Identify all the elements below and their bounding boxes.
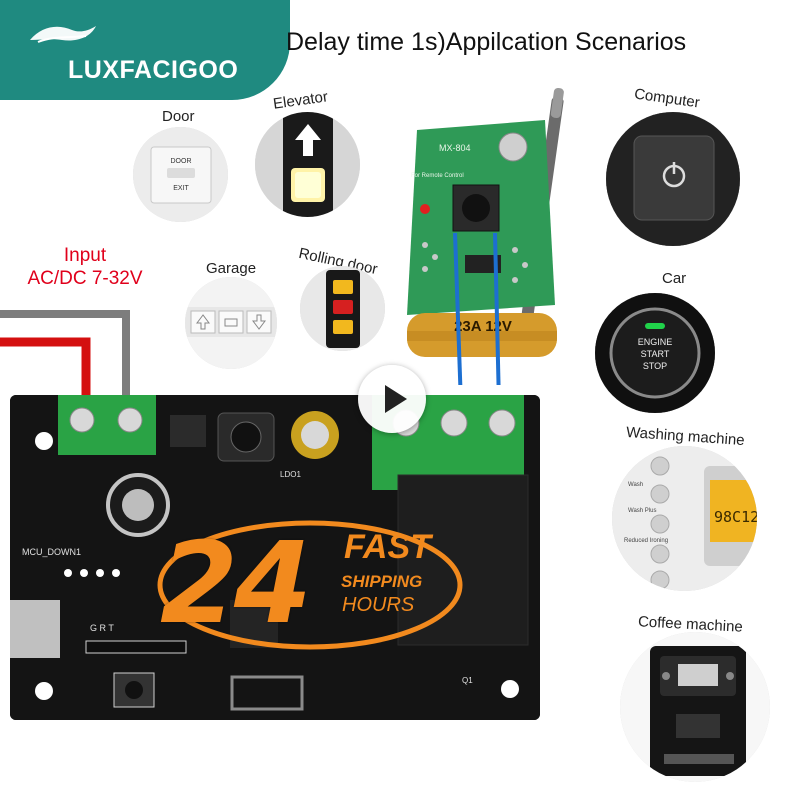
board-label-q: Q1	[462, 676, 473, 685]
remote-board-text: For Remote Control	[411, 173, 464, 179]
washer-display: 98C12	[714, 508, 757, 526]
brand-logo-icon	[30, 26, 96, 43]
coffee-machine-scenario-image	[620, 632, 770, 782]
play-icon	[385, 385, 407, 413]
power-input-wires	[0, 310, 130, 408]
washing-machine-panel-icon: Wash Wash Plus Reduced Ironing 98C12	[612, 446, 757, 591]
promo-hours-label: HOURS	[342, 594, 415, 616]
scenario-label-elevator: Elevator	[272, 88, 329, 113]
washer-label-wash-plus: Wash Plus	[628, 508, 656, 514]
rolling-door-scenario-image	[300, 266, 385, 351]
page-title: Delay time 1s)Appilcation Scenarios	[286, 28, 687, 56]
input-label-line1: Input	[63, 245, 107, 266]
promo-hours-number: 24	[160, 519, 312, 649]
garage-control-panel-icon	[185, 277, 277, 369]
scenario-label-door: Door	[162, 108, 195, 125]
rolling-door-remote-icon	[300, 266, 385, 351]
input-label-line2: AC/DC 7-32V	[27, 268, 143, 289]
power-button-icon	[606, 112, 740, 246]
garage-scenario-image	[185, 277, 277, 369]
play-video-button[interactable]	[358, 365, 426, 433]
car-button-line2: START	[641, 349, 670, 359]
remote-control-board: MX-804 For Remote Control 23A 12V	[407, 87, 564, 385]
washing-machine-scenario-image: Wash Wash Plus Reduced Ironing 98C12	[612, 446, 757, 591]
scenario-label-computer: Computer	[633, 85, 701, 112]
brand-badge: LUXFACIGOO	[0, 0, 290, 100]
brand-name: LUXFACIGOO	[68, 56, 239, 84]
car-button-line3: STOP	[643, 361, 667, 371]
remote-model: MX-804	[439, 143, 471, 153]
promo-fast-label: FAST	[344, 528, 431, 566]
washer-label-reduced: Reduced Ironing	[624, 538, 668, 544]
engine-start-button-icon: ENGINE START STOP	[595, 293, 715, 413]
washer-label-wash: Wash	[628, 482, 643, 488]
scenario-label-garage: Garage	[206, 260, 257, 277]
door-exit-button-icon: DOOR EXIT	[133, 127, 228, 222]
scenario-label-car: Car	[662, 270, 687, 287]
door-sign-bottom: EXIT	[173, 185, 189, 192]
car-scenario-image: ENGINE START STOP	[595, 293, 715, 413]
car-button-line1: ENGINE	[638, 337, 673, 347]
door-scenario-image: DOOR EXIT	[133, 127, 228, 222]
board-label-mcu: MCU_DOWN1	[22, 547, 81, 557]
board-label-pins: G R T	[90, 623, 114, 633]
coffee-machine-icon	[620, 632, 770, 782]
promo-ring-icon	[157, 520, 463, 650]
door-sign-top: DOOR	[171, 158, 192, 165]
input-voltage-label: Input AC/DC 7-32V	[10, 244, 160, 290]
elevator-button-icon	[255, 112, 360, 217]
relay-board-graphic: MCU_DOWN1 G R T LDO1 Q1	[10, 395, 540, 720]
relay-module-board: MCU_DOWN1 G R T LDO1 Q1	[10, 395, 540, 720]
promo-shipping-label: SHIPPING	[341, 572, 423, 591]
computer-scenario-image	[606, 112, 740, 246]
remote-battery-label: 23A 12V	[454, 318, 512, 335]
board-label-ldo: LDO1	[280, 470, 301, 479]
elevator-scenario-image	[255, 112, 360, 217]
